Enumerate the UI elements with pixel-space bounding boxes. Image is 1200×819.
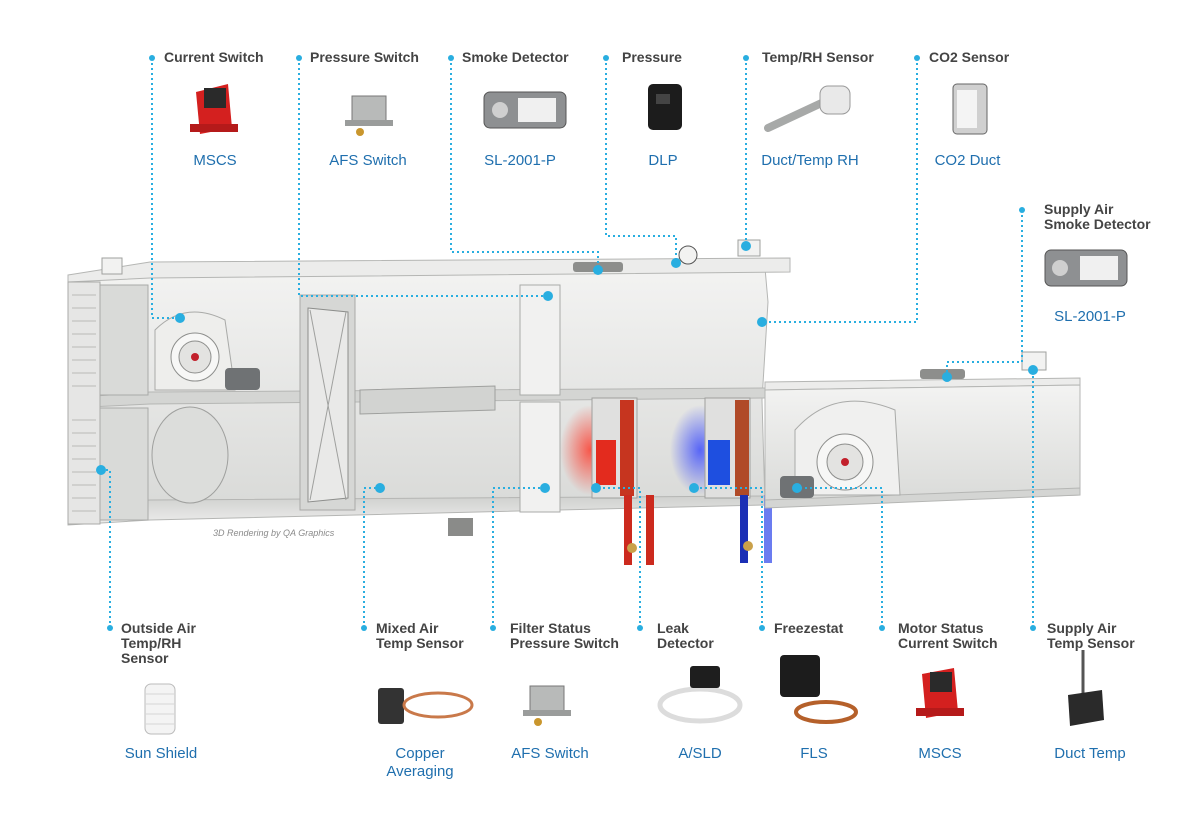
current-switch-icon	[190, 84, 238, 134]
label-mixed-air-temp-sensor: Mixed Air Temp Sensor	[376, 620, 464, 651]
label-smoke-detector: Smoke Detector	[462, 49, 569, 65]
rendering-credit: 3D Rendering by QA Graphics	[213, 528, 335, 538]
label-temp-rh-sensor: Temp/RH Sensor	[762, 49, 874, 65]
side-smoke-detector-icon	[1044, 249, 1128, 287]
callout-filter-status	[492, 487, 545, 628]
label-supply-air-temp-sensor: Supply Air Temp Sensor	[1047, 620, 1135, 651]
label-freezestat: Freezestat	[774, 620, 844, 636]
callout-smoke-detector	[450, 58, 599, 268]
product-side-sl-2001-p: SL-2001-P	[1054, 308, 1126, 325]
product-mscs: MSCS	[193, 152, 237, 169]
co2-sensor-icon	[952, 83, 988, 135]
callout-pressure	[605, 58, 677, 262]
duct-temp-icon	[1068, 650, 1104, 726]
label-current-switch: Current Switch	[164, 49, 264, 65]
callout-leak	[596, 487, 641, 628]
product-afs-switch: AFS Switch	[329, 152, 407, 169]
callout-freezestat	[694, 487, 763, 628]
product-fls: FLS	[800, 745, 828, 762]
product-filter-afs-switch: AFS Switch	[511, 745, 589, 762]
label-co2-sensor: CO2 Sensor	[929, 49, 1010, 65]
callout-mixed-air	[363, 487, 380, 628]
smoke-detector-icon	[483, 91, 567, 129]
motor-current-switch-icon	[916, 668, 964, 718]
filter-pressure-switch-icon	[523, 685, 571, 726]
label-leak-detector: Leak Detector	[657, 620, 714, 651]
product-duct-temp: Duct Temp	[1054, 745, 1126, 762]
product-dlp: DLP	[648, 152, 678, 169]
callout-supply-smoke	[946, 210, 1023, 377]
leak-detector-icon	[657, 666, 743, 724]
label-filter-status-switch: Filter Status Pressure Switch	[510, 620, 619, 651]
averaging-sensor-icon	[378, 688, 474, 724]
label-motor-status-switch: Motor Status Current Switch	[898, 620, 998, 651]
product-copper-averaging: Copper Averaging	[386, 745, 454, 780]
callout-lines	[101, 58, 1034, 628]
duct-probe-icon	[764, 85, 851, 132]
callout-dots	[96, 55, 1038, 631]
air-handling-unit	[67, 239, 1081, 565]
product-duct-temp-rh: Duct/Temp RH	[761, 152, 859, 169]
label-outside-air-sensor: Outside Air Temp/RH Sensor	[121, 620, 196, 666]
freezestat-icon	[780, 655, 858, 724]
callout-motor-status	[797, 487, 883, 628]
product-sl-2001-p: SL-2001-P	[484, 152, 556, 169]
label-pressure-switch: Pressure Switch	[310, 49, 419, 65]
label-pressure: Pressure	[622, 49, 682, 65]
product-sun-shield: Sun Shield	[124, 745, 198, 762]
product-co2-duct: CO2 Duct	[934, 152, 1001, 169]
sun-shield-icon	[144, 683, 176, 735]
pressure-switch-icon	[345, 95, 393, 136]
label-supply-air-smoke-detector: Supply Air Smoke Detector	[1044, 201, 1151, 232]
product-a-sld: A/SLD	[678, 745, 722, 762]
product-motor-mscs: MSCS	[918, 745, 962, 762]
pressure-transmitter-icon	[648, 84, 682, 130]
callout-current-switch	[151, 58, 180, 319]
